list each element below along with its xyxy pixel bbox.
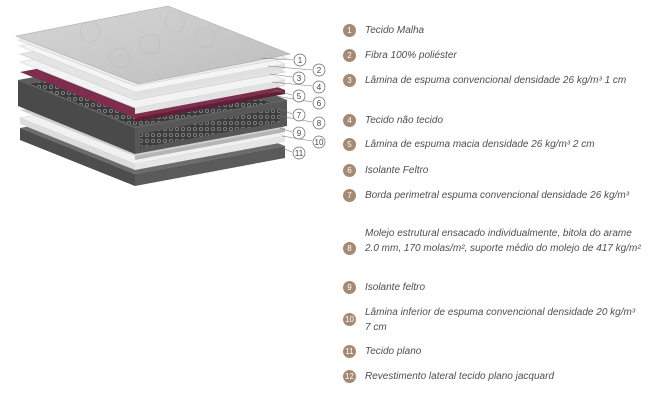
callout-2: 2 xyxy=(312,63,326,77)
spec-item-1: 1 Tecido Malha xyxy=(343,23,643,38)
number-badge: 7 xyxy=(343,189,356,202)
number-badge: 11 xyxy=(343,345,356,358)
number-badge: 8 xyxy=(343,242,356,255)
spec-item-5: 5 Lâmina de espuma macia densidade 26 kg… xyxy=(343,137,643,152)
spec-item-text: Tecido não tecido xyxy=(365,115,444,126)
number-badge: 6 xyxy=(343,164,356,177)
number-badge: 1 xyxy=(343,24,356,37)
spec-item-text: Fibra 100% poliéster xyxy=(365,50,457,61)
callout-num: 9 xyxy=(297,129,302,138)
layer-spec-list: 1 Tecido Malha 2 Fibra 100% poliéster 3 … xyxy=(343,0,643,400)
callout-8: 8 xyxy=(312,116,326,130)
callout-num: 11 xyxy=(295,149,304,158)
callout-6: 6 xyxy=(312,96,326,110)
callout-num: 3 xyxy=(297,74,302,83)
spec-item-6: 6 Isolante Feltro xyxy=(343,163,643,178)
number-badge: 10 xyxy=(343,313,356,326)
callout-4: 4 xyxy=(312,80,326,94)
number-badge: 2 xyxy=(343,49,356,62)
spec-item-8: 8 Molejo estrutural ensacado individualm… xyxy=(343,226,643,256)
callout-num: 7 xyxy=(297,111,302,120)
spec-item-text: Lâmina de espuma macia densidade 26 kg/m… xyxy=(365,139,595,150)
spec-item-text: Tecido Malha xyxy=(365,25,425,36)
callout-num: 1 xyxy=(298,56,303,65)
spec-item-text: Isolante feltro xyxy=(365,282,426,293)
layer-knit-top xyxy=(14,5,292,85)
number-badge: 12 xyxy=(343,370,356,383)
callout-10: 10 xyxy=(312,135,326,149)
spec-item-2: 2 Fibra 100% poliéster xyxy=(343,48,643,63)
spec-item-11: 11 Tecido plano xyxy=(343,344,643,359)
callout-1: 1 xyxy=(293,53,307,67)
mattress-layers-svg: 1 2 3 4 5 6 7 8 9 10 11 xyxy=(14,5,326,186)
mattress-layers-illustration: 1 2 3 4 5 6 7 8 9 10 11 xyxy=(14,5,326,186)
number-badge: 9 xyxy=(343,281,356,294)
spec-item-9: 9 Isolante feltro xyxy=(343,280,643,295)
spec-item-7: 7 Borda perimetral espuma convencional d… xyxy=(343,188,643,203)
callout-9: 9 xyxy=(292,126,306,140)
spec-item-text: Molejo estrutural ensacado individualmen… xyxy=(365,228,641,254)
callout-num: 8 xyxy=(317,119,322,128)
spec-item-text: Revestimento lateral tecido plano jacqua… xyxy=(365,371,554,382)
spec-item-text: Borda perimetral espuma convencional den… xyxy=(365,190,630,201)
spec-item-10: 10 Lâmina inferior de espuma convenciona… xyxy=(343,305,643,335)
callout-5: 5 xyxy=(292,89,306,103)
number-badge: 5 xyxy=(343,138,356,151)
callout-num: 4 xyxy=(317,83,322,92)
spec-item-4: 4 Tecido não tecido xyxy=(343,113,643,128)
callout-num: 6 xyxy=(317,99,322,108)
spec-item-text: Lâmina de espuma convencional densidade … xyxy=(365,75,627,86)
number-badge: 3 xyxy=(343,74,356,87)
spec-item-text: Isolante Feltro xyxy=(365,165,429,176)
callout-7: 7 xyxy=(292,108,306,122)
spec-item-12: 12 Revestimento lateral tecido plano jac… xyxy=(343,369,643,384)
spec-item-text: Tecido plano xyxy=(365,346,422,357)
callout-num: 5 xyxy=(297,92,302,101)
number-badge: 4 xyxy=(343,114,356,127)
callout-11: 11 xyxy=(292,146,306,160)
spec-item-text: Lâmina inferior de espuma convencional d… xyxy=(365,307,636,333)
spec-item-3: 3 Lâmina de espuma convencional densidad… xyxy=(343,73,643,88)
callout-num: 2 xyxy=(317,66,322,75)
callout-num: 10 xyxy=(315,138,324,147)
callout-3: 3 xyxy=(292,71,306,85)
